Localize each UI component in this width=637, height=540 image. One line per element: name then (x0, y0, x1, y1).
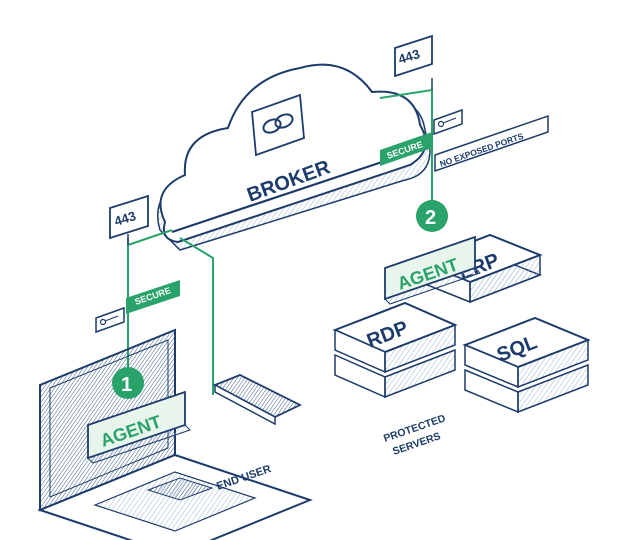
server-port-tag: 443 (394, 34, 433, 78)
client-step-number: 1 (121, 374, 132, 396)
link-icon (251, 93, 305, 157)
client-port-tag: 443 (109, 194, 149, 245)
server-step-badge (416, 200, 448, 232)
server-sql: SQL (462, 316, 591, 414)
phone (212, 374, 303, 426)
protected-servers-caption: PROTECTED SERVERS (382, 412, 448, 458)
server-port-label: 443 (396, 46, 421, 67)
client-port-label: 443 (112, 208, 137, 229)
client-agent: 1 AGENT (87, 367, 191, 464)
server-step-number: 2 (425, 207, 436, 229)
broker-cloud: BROKER (157, 63, 431, 251)
client-key-icon (95, 306, 125, 334)
server-rdp: RDP (332, 301, 458, 399)
server-agent: 2 AGENT (384, 200, 481, 305)
server-key-icon (433, 108, 463, 136)
client-secure-flag: SECURE (126, 280, 180, 314)
client-step-badge (112, 367, 144, 399)
